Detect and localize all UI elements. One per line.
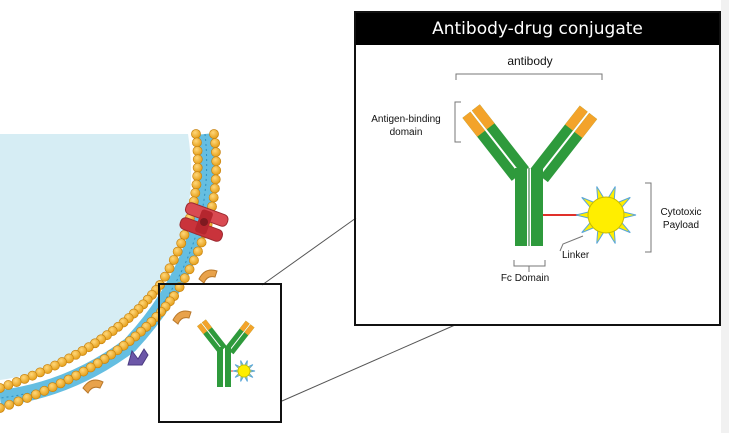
lipid-head bbox=[0, 403, 5, 413]
lipid-head bbox=[192, 145, 203, 156]
lipid-head bbox=[192, 171, 203, 182]
lipid-head bbox=[55, 378, 66, 389]
lipid-head bbox=[211, 165, 222, 176]
lipid-head bbox=[11, 377, 22, 387]
lipid-head bbox=[191, 129, 201, 139]
lipid-head bbox=[4, 399, 15, 410]
lipid-head bbox=[209, 183, 220, 194]
lipid-head bbox=[0, 383, 5, 393]
lipid-head bbox=[176, 238, 187, 249]
lipid-head bbox=[63, 374, 74, 385]
right-edge-strip bbox=[721, 0, 729, 433]
lipid-head bbox=[210, 147, 221, 158]
lipid-head bbox=[210, 138, 221, 149]
lipid-head bbox=[22, 393, 33, 403]
label-cytotoxic-payload: Cytotoxic Payload bbox=[650, 206, 712, 232]
lipid-head bbox=[210, 174, 221, 185]
panel-title: Antibody-drug conjugate bbox=[356, 13, 719, 45]
lipid-head bbox=[179, 273, 190, 284]
antibody-icon bbox=[462, 104, 598, 246]
lipid-head bbox=[78, 366, 89, 377]
membrane-channel-icon bbox=[179, 202, 229, 242]
lipid-head bbox=[172, 246, 183, 257]
zoom-inset-box bbox=[158, 283, 282, 423]
lipid-head bbox=[160, 271, 170, 282]
lipid-head bbox=[179, 229, 190, 240]
lipid-head bbox=[30, 389, 41, 400]
lipid-head bbox=[189, 255, 199, 266]
lipid-head bbox=[209, 129, 219, 139]
membrane-lipid-heads bbox=[0, 129, 222, 413]
lipid-head bbox=[3, 380, 14, 390]
lipid-head bbox=[184, 264, 195, 275]
lipid-head bbox=[211, 156, 222, 167]
lipid-head bbox=[193, 246, 203, 257]
label-antibody: antibody bbox=[507, 54, 553, 68]
cell-interior bbox=[0, 134, 192, 380]
antibody-icon bbox=[197, 319, 255, 387]
label-antigen-binding-domain: Antigen-binding domain bbox=[358, 113, 454, 139]
lipid-head bbox=[13, 396, 24, 407]
lipid-head bbox=[191, 179, 202, 190]
lipid-head bbox=[192, 162, 203, 173]
detail-panel: Antibody-drug conjugate bbox=[354, 11, 721, 326]
zoom-line-bottom bbox=[281, 324, 456, 402]
label-cytotoxic-line1: Cytotoxic bbox=[660, 207, 702, 218]
lipid-head bbox=[168, 255, 179, 265]
label-antigen-binding-line2: domain bbox=[389, 127, 423, 138]
lipid-head bbox=[190, 188, 201, 198]
label-cytotoxic-line2: Payload bbox=[662, 220, 700, 231]
label-fc-domain: Fc Domain bbox=[500, 273, 550, 284]
receptor-icon bbox=[82, 269, 218, 394]
payload-sun-icon bbox=[575, 186, 637, 244]
lipid-head bbox=[47, 382, 58, 393]
lipid-head bbox=[164, 263, 175, 274]
label-linker: Linker bbox=[562, 250, 590, 261]
receptor-icon bbox=[127, 348, 149, 366]
lipid-head bbox=[192, 154, 203, 165]
lipid-head bbox=[196, 237, 207, 248]
lipid-head bbox=[208, 192, 219, 203]
lipid-head bbox=[71, 370, 81, 381]
label-antigen-binding-line1: Antigen-binding bbox=[371, 114, 441, 125]
payload-sun-icon bbox=[232, 360, 256, 382]
lipid-head bbox=[39, 385, 50, 396]
zoom-line-top bbox=[261, 217, 357, 286]
lipid-head bbox=[192, 137, 202, 148]
annotation-brackets bbox=[454, 73, 652, 272]
